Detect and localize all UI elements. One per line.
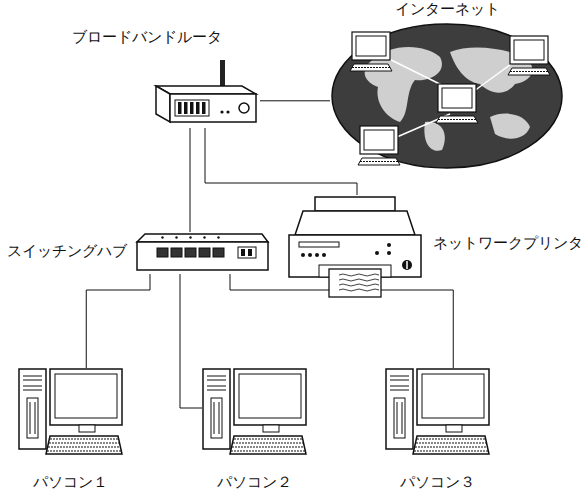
personal-computer-drawing (18, 368, 123, 470)
device-label: ネットワークプリンタ (431, 235, 585, 252)
network-cable (190, 128, 191, 232)
internet-globe: インターネット (330, 22, 565, 170)
network-cable (86, 274, 150, 368)
network-cable (205, 128, 357, 195)
device-label: ブロードバンドルータ (70, 28, 224, 46)
network-cable (180, 274, 202, 408)
network-cable (260, 100, 330, 101)
device-label: インターネット (393, 0, 502, 18)
device-label: パソコン２ (215, 473, 294, 491)
broadband-router-drawing (150, 60, 260, 128)
personal-computer-drawing (385, 368, 490, 470)
personal-computer-drawing (202, 368, 307, 470)
device-label: スイッチングハブ (5, 242, 129, 260)
network-printer-drawing (285, 195, 425, 300)
personal-computer: パソコン２ (202, 368, 307, 470)
personal-computer: パソコン１ (18, 368, 123, 470)
personal-computer: パソコン３ (385, 368, 490, 470)
switching-hub-drawing (135, 232, 270, 274)
network-printer: ネットワークプリンタ (285, 195, 425, 300)
internet-globe-drawing (330, 22, 565, 170)
device-label: パソコン３ (398, 473, 477, 491)
broadband-router: ブロードバンドルータ (150, 60, 260, 128)
device-label: パソコン１ (31, 473, 110, 491)
switching-hub: スイッチングハブ (135, 232, 270, 274)
